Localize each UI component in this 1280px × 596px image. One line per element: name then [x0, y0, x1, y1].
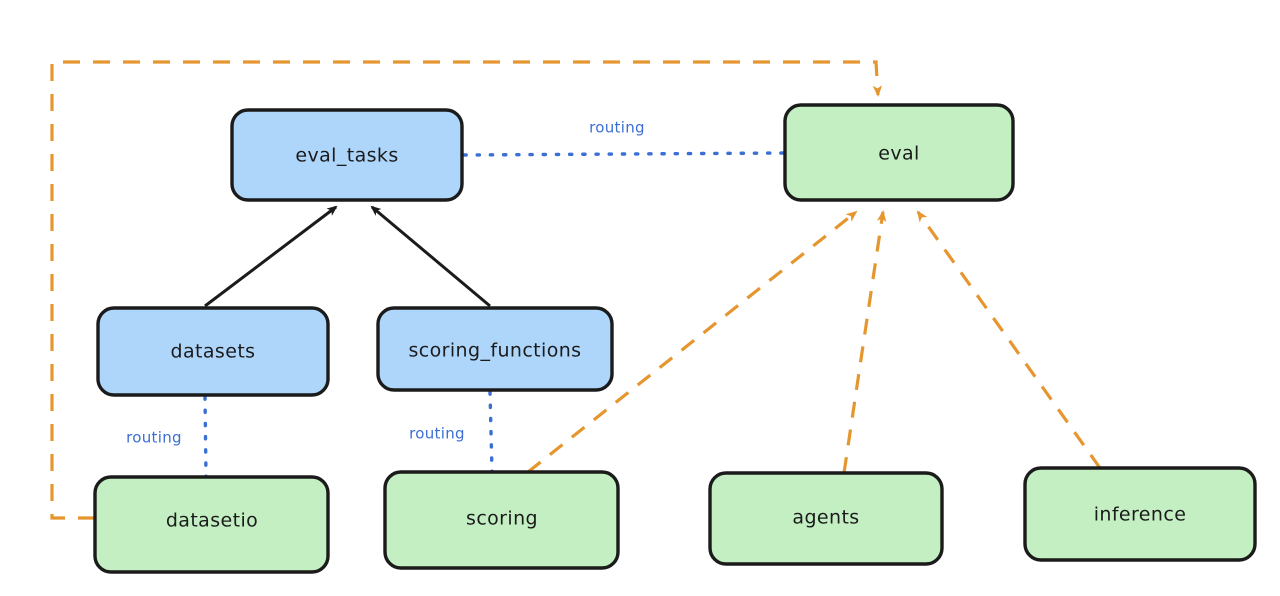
node-inference-label: inference: [1094, 504, 1187, 526]
edge-datasets-eval-tasks: [204, 205, 338, 308]
node-agents[interactable]: agents: [708, 471, 944, 566]
edge-scoring-functions-scoring: [488, 390, 494, 474]
node-scoring-functions[interactable]: scoring_functions: [376, 306, 614, 392]
node-scoring-shape[interactable]: [383, 470, 620, 570]
edge-agents-eval: [842, 210, 887, 474]
edge-scoring-eval: [527, 210, 858, 474]
node-inference-shape[interactable]: [1023, 466, 1257, 562]
edge-scoring-functions-eval-tasks: [370, 205, 491, 308]
node-scoring-label: scoring: [466, 508, 538, 530]
node-eval-label: eval: [878, 143, 919, 165]
edge-datasets-datasetio: [203, 395, 208, 479]
node-eval-tasks-label: eval_tasks: [295, 145, 398, 167]
edge-label-routing-scoring-functions: routing: [409, 425, 465, 443]
node-eval[interactable]: eval: [783, 103, 1015, 202]
node-eval-shape[interactable]: [783, 103, 1015, 202]
node-agents-label: agents: [792, 507, 859, 529]
edges-layer: [50, 60, 1102, 520]
edge-datasetio-eval: [50, 60, 883, 520]
node-datasets[interactable]: datasets: [96, 306, 330, 397]
node-scoring-functions-label: scoring_functions: [409, 340, 582, 362]
node-inference[interactable]: inference: [1023, 466, 1257, 562]
node-datasetio-label: datasetio: [166, 510, 258, 532]
node-eval-tasks-shape[interactable]: [230, 108, 464, 202]
node-datasetio-shape[interactable]: [93, 475, 330, 574]
node-eval-tasks[interactable]: eval_tasks: [230, 108, 464, 202]
node-scoring[interactable]: scoring: [383, 470, 620, 570]
edge-eval-tasks-eval: [462, 151, 785, 157]
node-scoring-functions-shape[interactable]: [376, 306, 614, 392]
node-datasetio[interactable]: datasetio: [93, 475, 330, 574]
node-datasets-label: datasets: [171, 341, 256, 363]
node-agents-shape[interactable]: [708, 471, 944, 566]
edge-labels-layer: routing routing routing: [126, 119, 645, 447]
edge-label-routing-datasets: routing: [126, 429, 182, 447]
nodes-layer: eval_tasks eval datasets scoring_functio…: [93, 103, 1257, 574]
edge-label-routing-eval-tasks: routing: [589, 119, 645, 137]
edge-inference-eval: [916, 210, 1102, 469]
node-datasets-shape[interactable]: [96, 306, 330, 397]
